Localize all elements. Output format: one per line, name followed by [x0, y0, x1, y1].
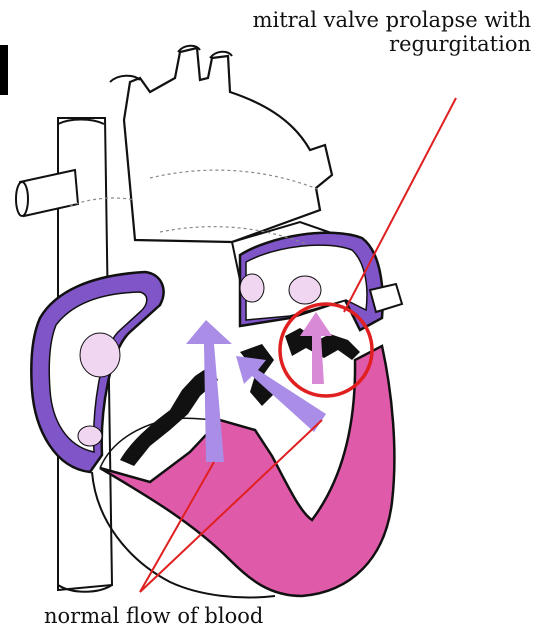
mitral-label-line1: mitral valve prolapse with [253, 8, 531, 32]
mitral-pointer-line [344, 98, 456, 312]
edge-mark [0, 45, 8, 95]
normal-flow-label: normal flow of blood [44, 604, 263, 628]
pulmonary-vein [370, 284, 402, 312]
mitral-valve-label: mitral valve prolapse with regurgitation [253, 8, 531, 56]
mitral-label-line2: regurgitation [253, 32, 531, 56]
aorta [124, 48, 332, 242]
left-ventricle [100, 346, 394, 596]
